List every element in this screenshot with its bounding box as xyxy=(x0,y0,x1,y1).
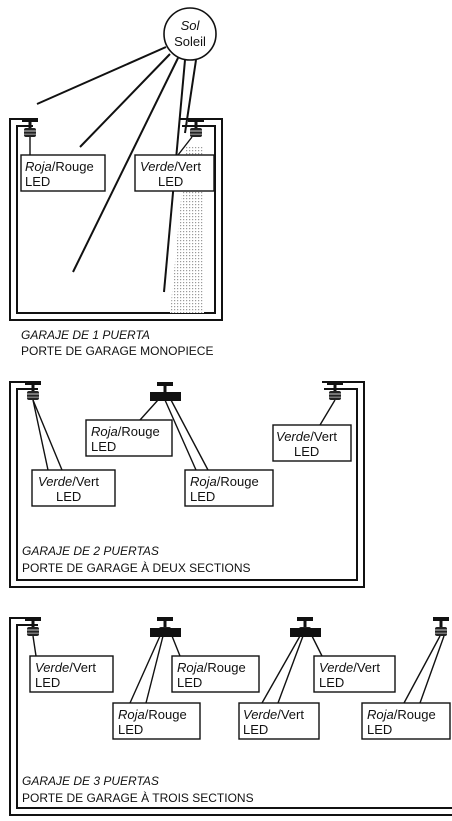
caption-es-2: GARAJE DE 2 PUERTAS xyxy=(22,544,159,558)
garage-3-doors: Verde/Vert LED Roja/Rouge LED Verde/Vert… xyxy=(9,617,452,816)
caption-fr-3: PORTE DE GARAGE À TROIS SECTIONS xyxy=(22,790,254,805)
garage-2-doors: Verde/Vert LED Roja/Rouge LED Roja/Rouge… xyxy=(9,381,365,588)
label-red-led: Roja/Rouge LED xyxy=(112,702,201,740)
label-red-led: Roja/Rouge LED xyxy=(184,469,274,507)
label-red-led: Roja/Rouge LED xyxy=(171,655,260,693)
label-red-led: Roja/Rouge LED xyxy=(85,419,173,457)
svg-text:Roja/Rouge: Roja/Rouge xyxy=(118,707,187,722)
svg-text:LED: LED xyxy=(190,489,215,504)
svg-text:Roja/Rouge: Roja/Rouge xyxy=(91,424,160,439)
sensor-icon xyxy=(22,118,38,137)
svg-text:LED: LED xyxy=(243,722,268,737)
label-green-led: Verde/Vert LED xyxy=(31,469,116,507)
sensor-icon xyxy=(150,392,181,401)
svg-text:LED: LED xyxy=(91,439,116,454)
label-red-led: Roja/Rouge LED xyxy=(361,702,451,740)
svg-text:LED: LED xyxy=(294,444,319,459)
sun-label-es: Sol xyxy=(181,18,201,33)
sensor-icon xyxy=(25,617,41,636)
sun-icon: Sol Soleil xyxy=(163,7,217,61)
svg-text:LED: LED xyxy=(35,675,60,690)
svg-text:Verde/Vert: Verde/Vert xyxy=(319,660,380,675)
svg-text:LED: LED xyxy=(177,675,202,690)
svg-text:LED: LED xyxy=(25,174,50,189)
caption-es-1: GARAJE DE 1 PUERTA xyxy=(21,328,150,342)
sensor-icon xyxy=(290,628,321,637)
svg-text:Roja/Rouge: Roja/Rouge xyxy=(190,474,259,489)
svg-text:Verde/Vert: Verde/Vert xyxy=(276,429,337,444)
garage-frame xyxy=(9,118,223,321)
garage-frame xyxy=(9,381,365,588)
caption-fr-1: PORTE DE GARAGE MONOPIECE xyxy=(21,344,213,358)
label-red-led: Roja/Rouge LED xyxy=(20,154,106,192)
label-green-led: Verde/Vert LED xyxy=(313,655,396,693)
label-green-led: Verde/Vert LED xyxy=(272,424,352,462)
label-green-led: Verde/Vert LED xyxy=(29,655,114,693)
svg-text:LED: LED xyxy=(367,722,392,737)
svg-text:Roja/Rouge: Roja/Rouge xyxy=(367,707,436,722)
caption-fr-2: PORTE DE GARAGE À DEUX SECTIONS xyxy=(22,560,251,575)
sun-label-fr: Soleil xyxy=(174,34,206,49)
svg-text:Roja/Rouge: Roja/Rouge xyxy=(177,660,246,675)
svg-text:Verde/Vert: Verde/Vert xyxy=(140,159,201,174)
sensor-icon xyxy=(327,381,343,400)
label-green-led: Verde/Vert LED xyxy=(134,154,215,192)
caption-es-3: GARAJE DE 3 PUERTAS xyxy=(22,774,159,788)
sensor-icon xyxy=(25,381,41,400)
svg-text:LED: LED xyxy=(158,174,183,189)
svg-text:LED: LED xyxy=(56,489,81,504)
svg-text:LED: LED xyxy=(118,722,143,737)
sensor-icon xyxy=(150,628,181,637)
svg-text:LED: LED xyxy=(319,675,344,690)
sensor-icon xyxy=(433,617,449,636)
garage-1-door: Sol Soleil Roja/Rouge LED Verde/V xyxy=(9,7,223,358)
sensor-icon xyxy=(188,118,204,137)
svg-text:Verde/Vert: Verde/Vert xyxy=(243,707,304,722)
svg-text:Verde/Vert: Verde/Vert xyxy=(38,474,99,489)
svg-text:Verde/Vert: Verde/Vert xyxy=(35,660,96,675)
svg-text:Roja/Rouge: Roja/Rouge xyxy=(25,159,94,174)
label-green-led: Verde/Vert LED xyxy=(238,702,320,740)
